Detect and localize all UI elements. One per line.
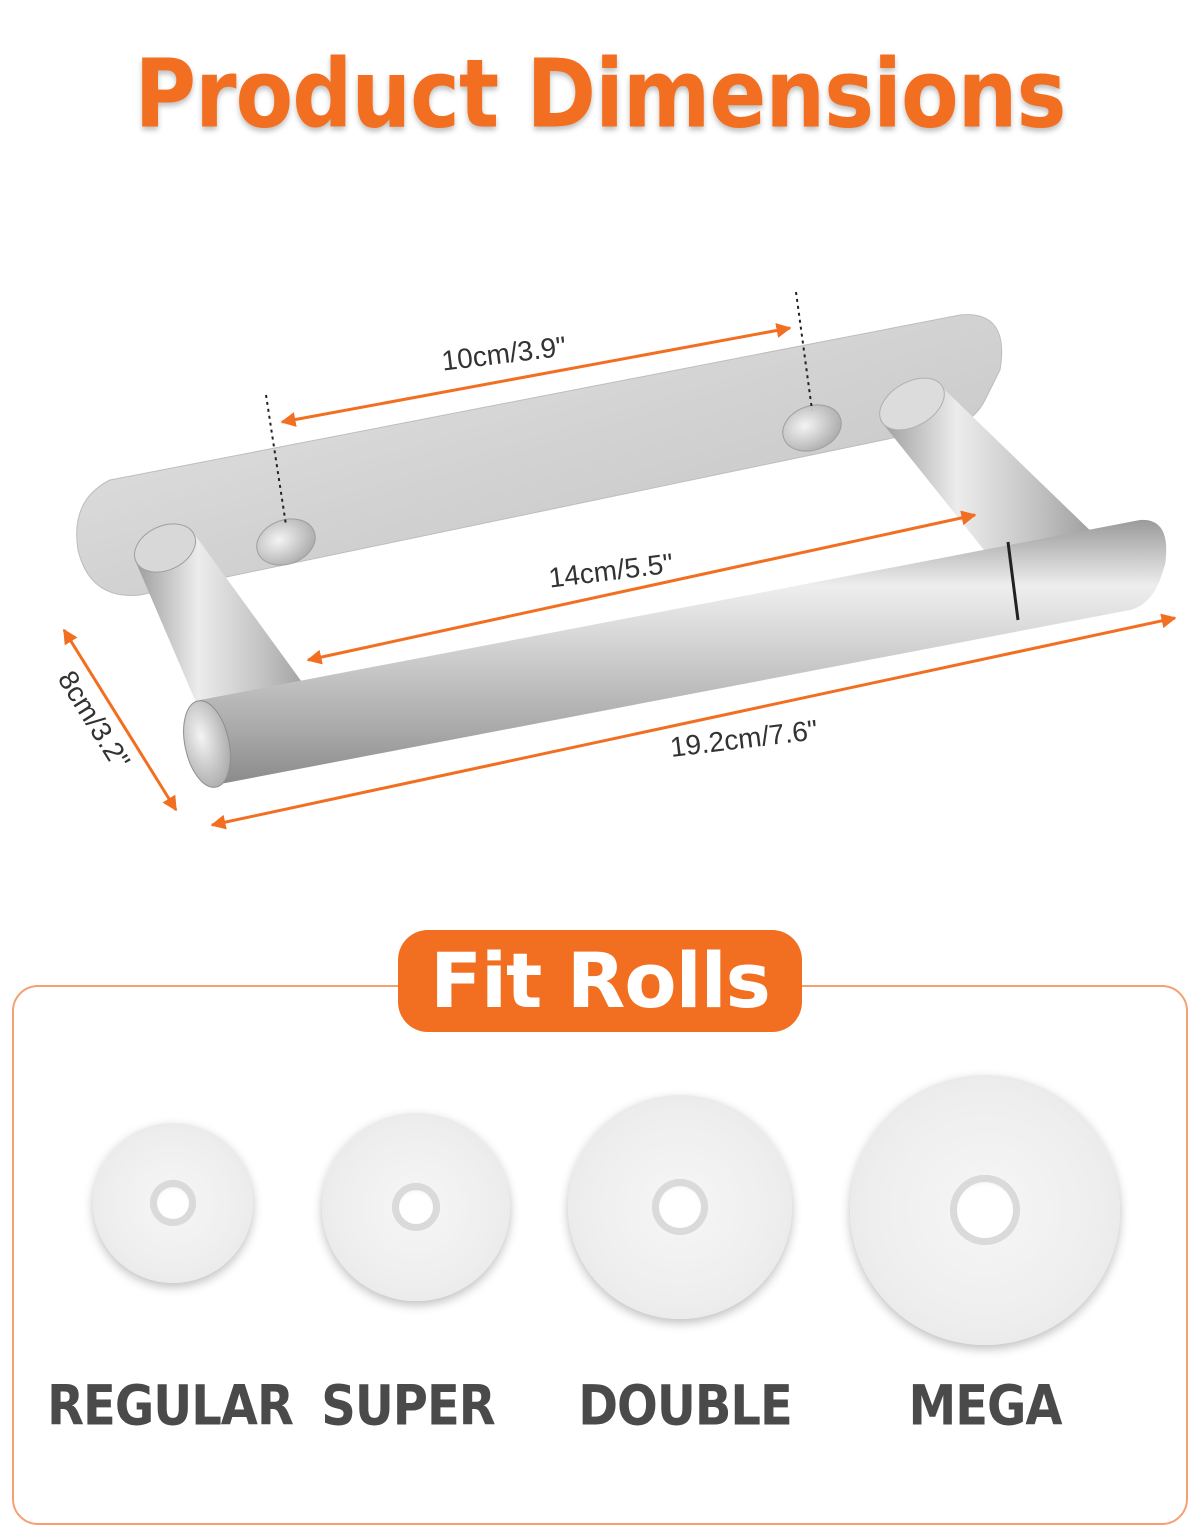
right-screw-cap [782,404,842,452]
roll-super [322,1113,510,1301]
roll-core [652,1179,708,1235]
roll-label-double: DOUBLE [578,1373,793,1439]
screw-spacing-label: 10cm/3.9" [440,331,568,377]
right-arm [879,377,1100,570]
roll-core [150,1180,196,1226]
roll-label-regular: REGULAR [47,1373,294,1439]
toilet-paper-holder-diagram: 10cm/3.9" 14cm/5.5" 19.2cm/7.6" 8cm/3.2" [52,291,1177,830]
depth-label: 8cm/3.2" [52,665,136,774]
page-title: Product Dimensions [134,39,1067,149]
roll-double [568,1095,792,1319]
roll-mega [850,1075,1120,1345]
roll-core [950,1175,1020,1245]
roll-label-mega: MEGA [908,1373,1062,1439]
roll-label-super: SUPER [321,1373,495,1439]
roll-regular [93,1123,253,1283]
roll-core [392,1183,440,1231]
fit-rolls-badge: Fit Rolls [398,930,802,1032]
bar-inner-length-label: 14cm/5.5" [547,548,675,594]
